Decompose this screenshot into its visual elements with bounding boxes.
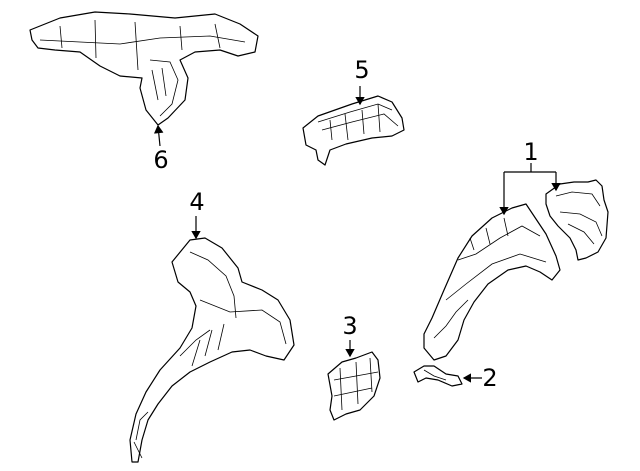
part-5-bracket bbox=[302, 95, 405, 166]
part-3-bracket bbox=[327, 351, 381, 421]
callout-2: 2 bbox=[482, 364, 497, 392]
callout-1: 1 bbox=[523, 138, 538, 166]
callout-3: 3 bbox=[342, 312, 357, 340]
callout-labels: 1 2 3 4 5 6 bbox=[153, 56, 538, 392]
leader-6 bbox=[153, 124, 164, 147]
callout-6: 6 bbox=[153, 146, 168, 174]
part-1-quarter-panel bbox=[545, 179, 609, 261]
part-1-wheelhouse-outer bbox=[423, 203, 561, 361]
part-6-crossmember bbox=[29, 11, 259, 126]
callout-5: 5 bbox=[354, 56, 369, 84]
leader-lines bbox=[153, 86, 561, 383]
callout-4: 4 bbox=[189, 188, 204, 216]
part-2-clip bbox=[413, 365, 463, 387]
part-4-wheelhouse-inner bbox=[129, 237, 295, 463]
